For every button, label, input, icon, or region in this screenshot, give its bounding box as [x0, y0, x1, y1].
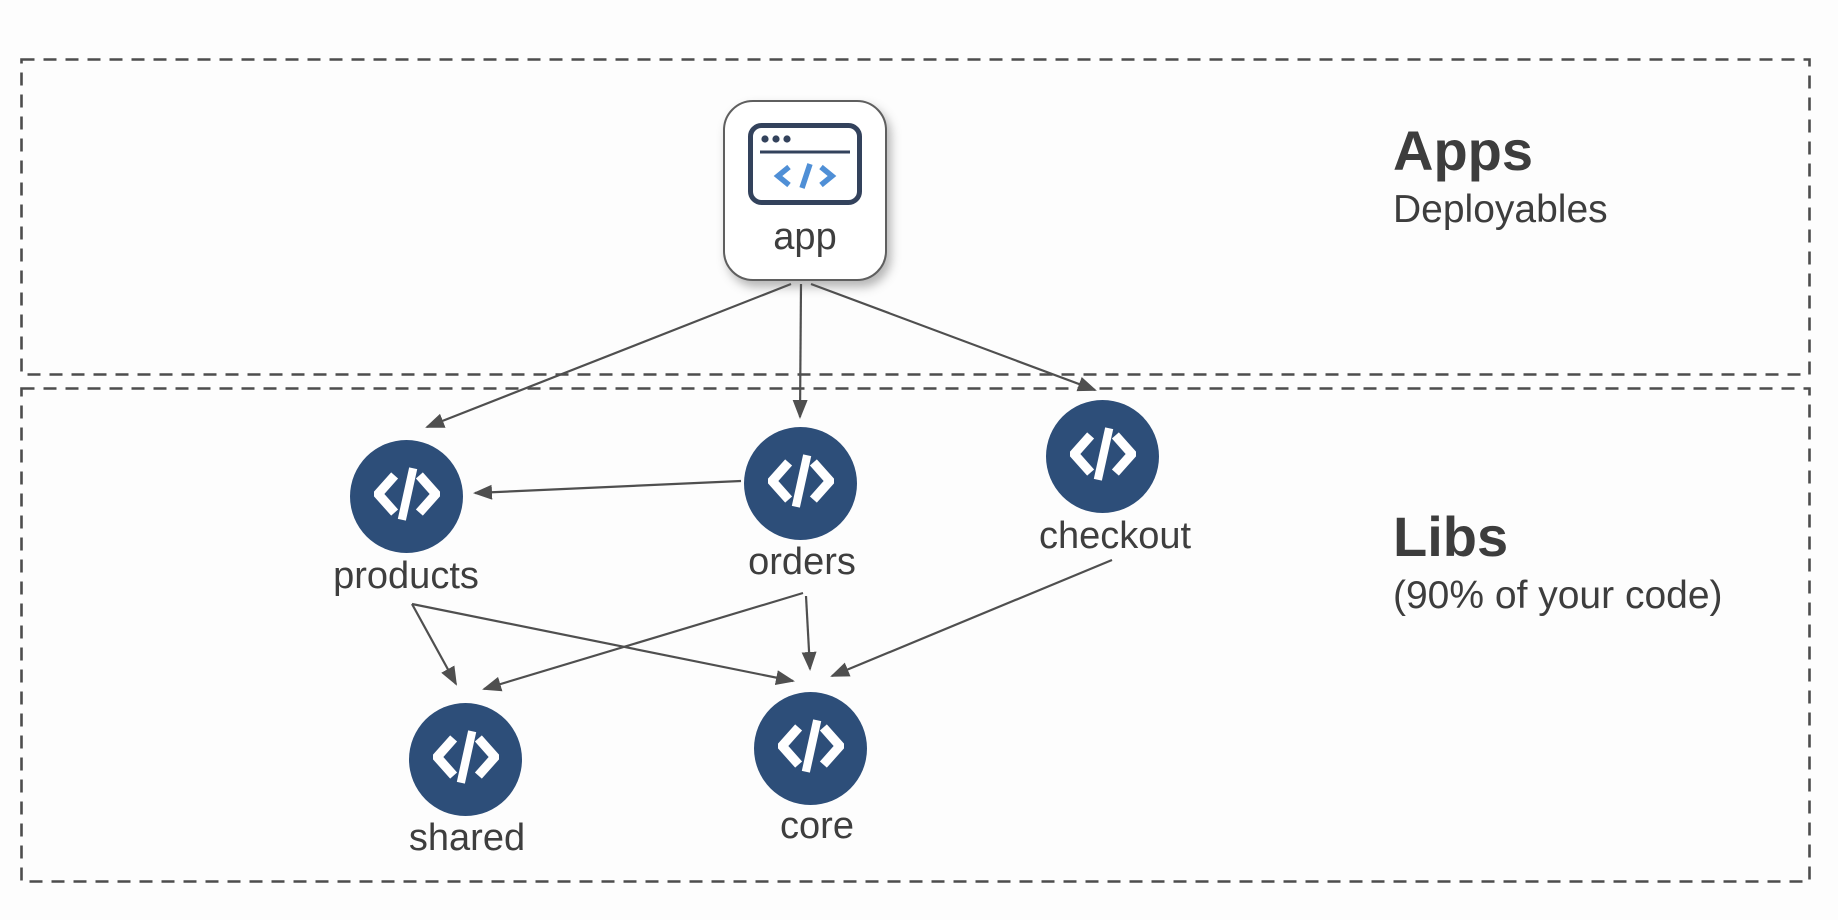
- node-core-label: core: [780, 805, 854, 847]
- edge-group: [411, 282, 1113, 692]
- node-orders-label: orders: [748, 541, 856, 583]
- node-shared-label: shared: [408, 817, 526, 859]
- node-products-label: products: [333, 555, 479, 597]
- edge-products-to-shared: [411, 603, 457, 686]
- libs-section-border: [20, 387, 1811, 883]
- app-node-label: app: [773, 216, 837, 259]
- app-node-card: app: [723, 100, 887, 281]
- node-core: [754, 692, 867, 805]
- edge-orders-to-shared: [482, 591, 804, 692]
- edge-app-to-products: [425, 282, 792, 429]
- node-products: [350, 440, 463, 553]
- libs-section-heading: Libs (90% of your code): [1393, 505, 1723, 620]
- code-icon: [1067, 426, 1138, 487]
- code-icon: [765, 453, 836, 514]
- browser-code-icon: [747, 122, 863, 211]
- node-checkout-label: checkout: [1038, 515, 1192, 557]
- libs-section-subtitle: (90% of your code): [1393, 573, 1723, 617]
- edge-checkout-to-core: [830, 558, 1113, 678]
- edge-orders-to-core: [801, 595, 817, 671]
- node-shared: [409, 703, 522, 816]
- edge-orders-to-products: [473, 479, 742, 500]
- code-icon: [775, 718, 846, 779]
- apps-section-title: Apps: [1393, 119, 1533, 182]
- libs-section-title: Libs: [1393, 505, 1509, 568]
- edge-app-to-checkout: [810, 282, 1097, 392]
- code-icon: [430, 729, 501, 790]
- code-icon: [371, 466, 442, 527]
- node-checkout: [1046, 400, 1159, 513]
- apps-section-subtitle: Deployables: [1393, 187, 1608, 231]
- apps-section-border: [20, 58, 1811, 376]
- node-orders: [744, 427, 857, 540]
- apps-section-heading: Apps Deployables: [1393, 119, 1608, 234]
- edge-products-to-core: [411, 602, 795, 685]
- edge-app-to-orders: [792, 283, 808, 419]
